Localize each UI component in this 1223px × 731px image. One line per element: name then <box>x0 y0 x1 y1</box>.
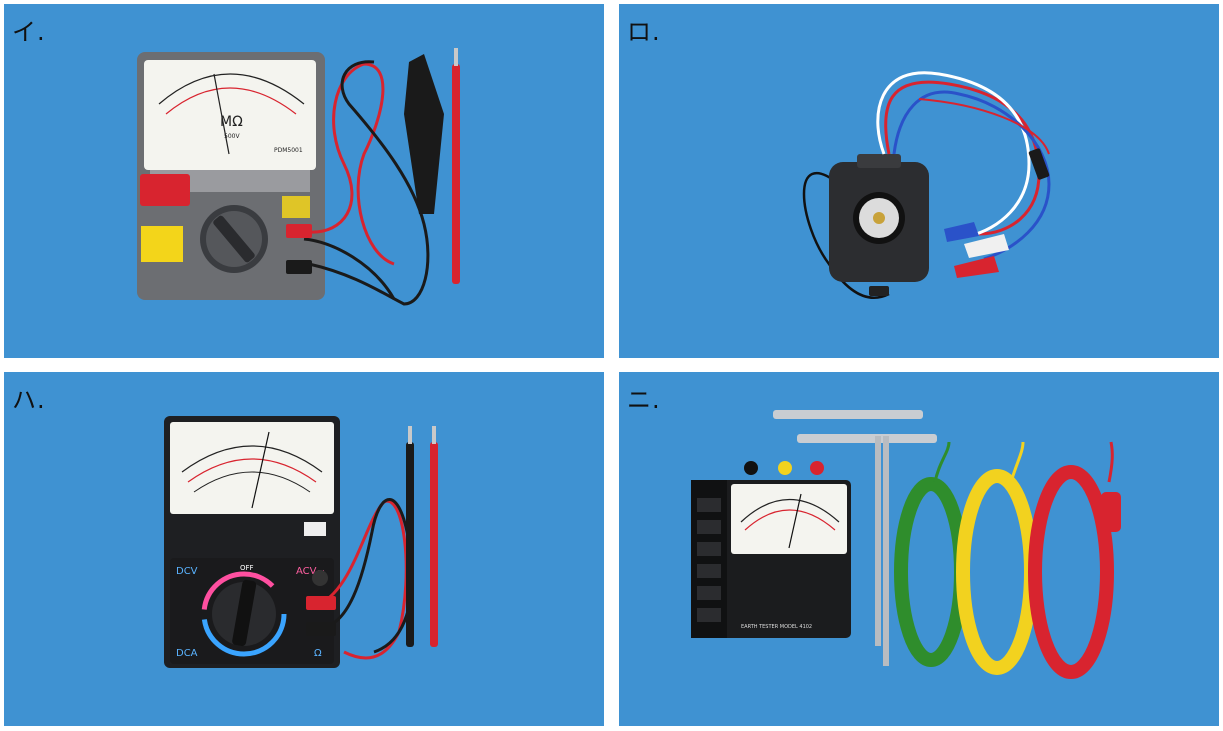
panel-ni: ニ. EARTH TESTER MODEL 4102 <box>619 372 1219 726</box>
analog-multimeter-icon: DCV ACV~ OFF DCA Ω <box>164 416 438 668</box>
brand-label: PDM5001 <box>274 147 303 154</box>
dcv-label: DCV <box>176 566 198 577</box>
panel-label: ニ. <box>627 386 661 414</box>
phase-sequence-indicator-icon <box>802 71 1051 299</box>
meter-sub: 500V <box>224 133 240 140</box>
dca-label: DCA <box>176 648 198 659</box>
meter-unit: MΩ <box>220 114 243 130</box>
acv-label: ACV~ <box>296 566 325 577</box>
panel-label: ロ. <box>627 18 661 46</box>
panel-i: イ. MΩ 500V PDM5001 <box>4 4 604 358</box>
model-footer: EARTH TESTER MODEL 4102 <box>741 624 812 630</box>
earth-resistance-tester-icon: EARTH TESTER MODEL 4102 <box>691 410 1121 679</box>
panel-label: イ. <box>12 18 46 46</box>
ohm-label: Ω <box>314 648 322 659</box>
panel-ha: ハ. DCV ACV~ OFF DCA Ω <box>4 372 604 726</box>
insulation-resistance-tester-icon: MΩ 500V PDM5001 <box>137 48 460 306</box>
off-label: OFF <box>240 564 254 572</box>
panel-label: ハ. <box>12 386 46 414</box>
panel-ro: ロ. <box>619 4 1219 358</box>
